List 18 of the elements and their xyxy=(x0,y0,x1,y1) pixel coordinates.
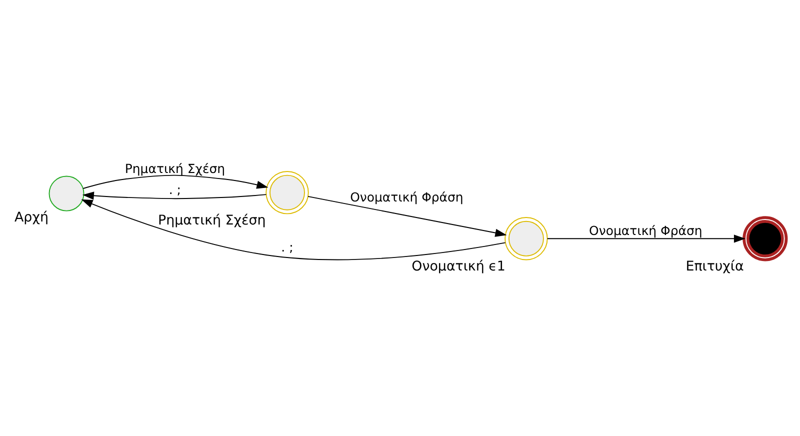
arrow xyxy=(546,234,746,242)
node-circle xyxy=(742,216,788,261)
arrow xyxy=(82,174,268,188)
node-circle xyxy=(266,170,309,214)
node-circle xyxy=(504,216,548,260)
edge-label: Ονοματική Φράση xyxy=(350,189,464,204)
arrow xyxy=(82,191,267,200)
arrow xyxy=(81,198,506,260)
edge-label: Ρηματική Σχέση xyxy=(124,160,226,176)
node-label: Ρηματική Σχέση xyxy=(158,212,266,228)
arrow xyxy=(308,195,507,236)
node-label: Αρχή xyxy=(14,210,48,226)
node-label: Ονοματική ϵ1 xyxy=(412,259,506,274)
edge-label: . ; xyxy=(168,181,182,196)
node-circle xyxy=(48,175,84,211)
edge-label: Ονοματική Φράση xyxy=(589,222,702,238)
edge-label: . ; xyxy=(281,239,294,254)
node-label: Επιτυχία xyxy=(686,259,744,274)
